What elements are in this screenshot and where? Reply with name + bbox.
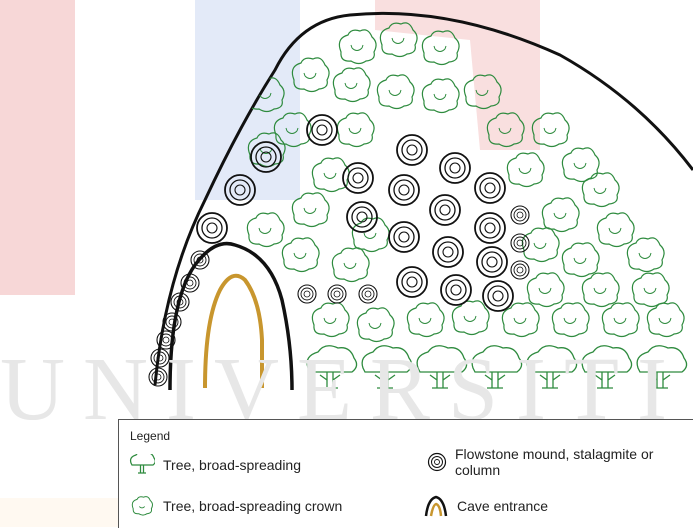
cave-entrance-icon — [423, 495, 449, 517]
watermark-blue-bar — [195, 0, 300, 200]
legend-label-tree: Tree, broad-spreading — [163, 457, 301, 473]
tree-crown-icon — [129, 495, 155, 517]
legend-label-tree-crown: Tree, broad-spreading crown — [163, 498, 342, 514]
legend-item-tree: Tree, broad-spreading — [129, 454, 301, 476]
legend-item-tree-crown: Tree, broad-spreading crown — [129, 495, 342, 517]
legend-label-cave: Cave entrance — [457, 498, 548, 514]
legend-item-cave: Cave entrance — [423, 495, 548, 517]
legend-item-flowstone: Flowstone mound, stalagmite or column — [427, 446, 687, 478]
legend-title: Legend — [130, 429, 170, 443]
legend-label-flowstone: Flowstone mound, stalagmite or column — [455, 446, 687, 478]
tree-broad-spreading-icon — [129, 454, 155, 476]
flowstone-icon — [427, 452, 447, 472]
legend-box: Legend Tree, broad-spreading Tree, broad… — [118, 419, 693, 528]
watermark-red-bar-left — [0, 0, 75, 295]
